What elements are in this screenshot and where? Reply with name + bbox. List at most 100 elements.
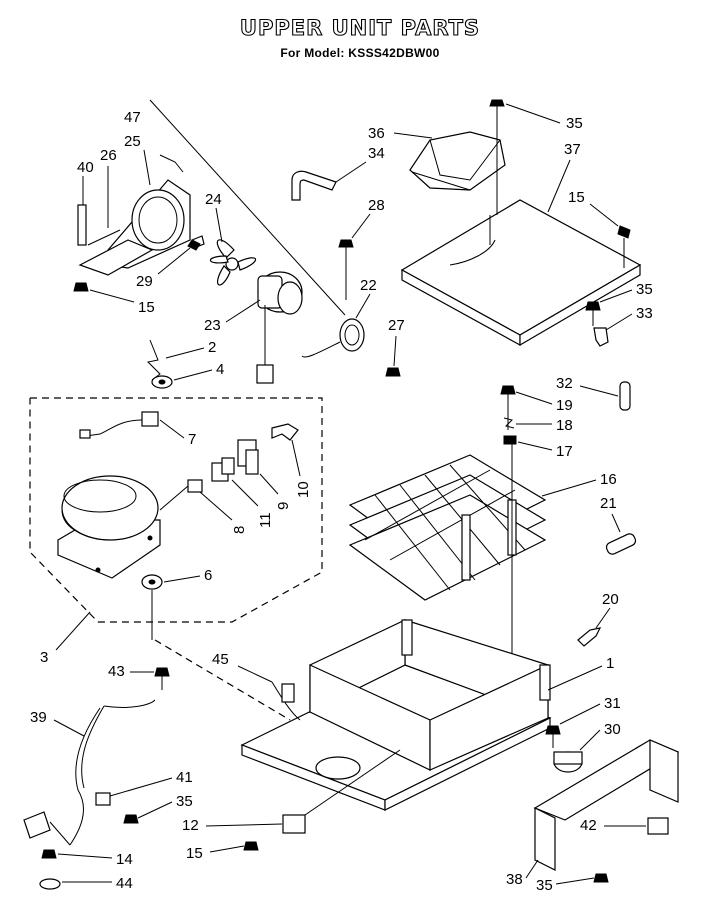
svg-text:35: 35 [636,281,653,298]
callout-8: 8 [199,491,248,534]
svg-text:11: 11 [257,512,274,528]
start-relay-8 [159,479,203,511]
svg-text:26: 26 [100,147,117,164]
compressor-assembly-boundary [29,397,323,623]
callout-33: 33 [605,305,653,331]
svg-text:34: 34 [368,145,385,162]
callout-28: 28 [351,197,385,239]
screw-15-left [73,282,89,292]
screw-15-bottom [243,841,259,851]
callout-11: 11 [231,479,274,528]
callout-9: 9 [259,473,292,510]
callout-40: 40 [77,159,94,205]
screw-31 [545,725,561,748]
callout-35-cord: 35 [137,793,193,819]
svg-text:10: 10 [295,481,312,498]
svg-text:4: 4 [216,361,224,378]
callout-15-left: 15 [89,289,155,316]
compressor [57,475,161,579]
svg-text:16: 16 [600,471,617,488]
thermostat-30 [553,751,583,773]
grommet-6 [141,574,163,590]
callout-21: 21 [600,495,621,533]
svg-text:45: 45 [212,651,229,668]
svg-text:1: 1 [606,655,614,672]
callout-3: 3 [40,611,91,666]
svg-text:42: 42 [580,817,597,834]
fan-motor [256,271,303,384]
callout-22: 22 [355,277,377,319]
model-subtitle: For Model: KSSS42DBW00 [280,46,440,60]
callout-7: 7 [159,419,196,448]
svg-text:19: 19 [556,397,573,414]
screw-15-right [617,225,631,268]
svg-text:15: 15 [186,845,203,862]
svg-text:21: 21 [600,495,617,512]
power-cord-39 [23,699,156,846]
svg-text:14: 14 [116,851,133,868]
switch-42 [647,817,669,835]
callout-45: 45 [212,651,273,683]
callout-23: 23 [204,299,261,334]
callout-29: 29 [136,247,191,290]
callout-12: 12 [182,817,283,834]
callout-38: 38 [506,859,539,888]
callout-32: 32 [556,375,619,397]
svg-text:31: 31 [604,695,621,712]
callout-35-top: 35 [505,103,583,132]
screw-29 [187,239,201,251]
clip-10 [271,423,299,441]
svg-text:23: 23 [204,317,221,334]
clamp-41 [95,792,111,806]
overload-11 [211,457,235,482]
svg-text:36: 36 [368,125,385,142]
tube-32 [619,381,631,411]
svg-text:40: 40 [77,159,94,176]
svg-text:35: 35 [536,877,553,894]
drain-tube [291,170,337,201]
plug-20 [577,627,602,647]
callout-39: 39 [30,709,85,737]
svg-text:33: 33 [636,305,653,322]
evaporator-coil [348,454,547,601]
svg-text:35: 35 [176,793,193,810]
callout-47: 47 [124,109,141,126]
callout-17: 17 [517,441,573,460]
svg-text:35: 35 [566,115,583,132]
svg-text:3: 3 [40,649,48,666]
svg-text:12: 12 [182,817,199,834]
svg-text:20: 20 [602,591,619,608]
svg-text:30: 30 [604,721,621,738]
svg-text:9: 9 [275,502,292,510]
harness-45 [271,681,301,721]
callout-25: 25 [124,133,151,186]
svg-text:29: 29 [136,273,153,290]
top-cover-plate [400,199,642,347]
callout-42: 42 [580,817,646,834]
clip-33 [593,327,609,347]
callout-41: 41 [109,769,193,797]
fan-blade [209,239,257,286]
callout-43: 43 [108,663,154,680]
svg-text:17: 17 [556,443,573,460]
heater-21 [605,533,637,555]
svg-text:8: 8 [231,526,248,534]
callout-15-right: 15 [568,189,619,227]
page-title: UPPER UNIT PARTS [239,15,481,40]
svg-text:32: 32 [556,375,573,392]
base-tray [240,619,552,811]
svg-text:43: 43 [108,663,125,680]
callout-27: 27 [388,317,405,367]
washer-44 [39,878,61,890]
screw-35-bracket [593,873,609,883]
callout-14: 14 [57,851,133,868]
screw-14 [41,849,57,859]
svg-text:28: 28 [368,197,385,214]
screw-35-top [489,99,505,215]
svg-text:44: 44 [116,875,133,892]
svg-text:39: 39 [30,709,47,726]
svg-text:15: 15 [138,299,155,316]
svg-text:15: 15 [568,189,585,206]
callout-37: 37 [547,141,581,213]
connector-12 [282,749,401,834]
